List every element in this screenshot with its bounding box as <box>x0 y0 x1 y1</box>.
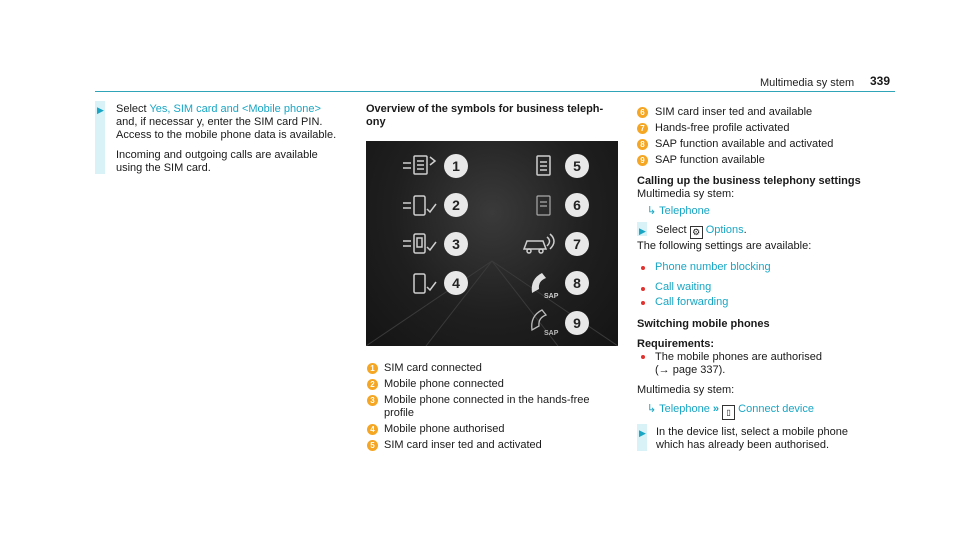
select-link-yes-sim[interactable]: Yes, SIM card and <Mobile phone> <box>149 103 321 115</box>
options-link[interactable]: Options <box>705 224 744 236</box>
requirements-heading: Requirements: <box>637 338 715 350</box>
text-line: using the SIM card. <box>116 162 211 174</box>
step-arrow-icon: ▶ <box>639 226 646 236</box>
requirement-text: The mobile phones are authorised <box>655 351 822 363</box>
legend-text: SIM card inser ted and activated <box>384 439 542 451</box>
select-prefix: Select <box>116 103 147 115</box>
step-bar <box>637 424 647 451</box>
figure-number: 1 <box>444 154 468 178</box>
switching-heading: Switching mobile phones <box>637 318 770 330</box>
figure-number: 7 <box>565 232 589 256</box>
final-text: In the device list, select a mobile phon… <box>656 426 849 438</box>
multimedia-label: Multimedia sy stem: <box>637 384 735 396</box>
select-line: Select Yes, SIM card and <Mobile phone> <box>116 103 321 116</box>
legend-text: SAP function available <box>655 154 765 166</box>
setting-call-waiting[interactable]: Call waiting <box>655 281 712 293</box>
page-number: 339 <box>870 74 891 88</box>
following-text: The following settings are available: <box>637 240 812 252</box>
legend-badge: 9 <box>637 155 648 166</box>
figure-number: 4 <box>444 271 468 295</box>
legend-text: Mobile phone connected in the hands-free <box>384 394 590 406</box>
legend-text: Hands-free profile activated <box>655 122 790 134</box>
sim-card-available-icon <box>536 195 551 216</box>
legend-text: SAP function available and activated <box>655 138 834 150</box>
legend-text: SIM card inser ted and available <box>655 106 813 118</box>
car-hands-free-icon <box>522 233 555 254</box>
setting-phone-number-blocking[interactable]: Phone number blocking <box>655 261 771 273</box>
legend-text: profile <box>384 407 414 419</box>
nav-telephone-link[interactable]: Telephone <box>659 205 710 217</box>
requirement-text: (→ page 337). <box>655 364 726 376</box>
mobile-phone-connected-icon <box>403 195 437 216</box>
select-options-line: Select ⚙ Options. <box>656 224 747 239</box>
final-text: which has already been authorised. <box>656 439 830 451</box>
figure-number: 3 <box>444 232 468 256</box>
nav-path: ↳ Telephone » ▯ Connect device <box>647 403 814 420</box>
legend-text: Mobile phone connected <box>384 378 504 390</box>
mobile-phone-authorised-icon <box>413 273 437 294</box>
bullet <box>641 287 645 291</box>
legend-text: Mobile phone authorised <box>384 423 505 435</box>
legend-badge: 2 <box>367 379 378 390</box>
bullet <box>641 355 645 359</box>
text-line: and, if necessar y, enter the SIM card P… <box>116 116 323 128</box>
sap-label: SAP <box>544 293 559 300</box>
overview-heading-cont: ony <box>366 116 386 128</box>
legend-badge: 1 <box>367 363 378 374</box>
legend-badge: 8 <box>637 139 648 150</box>
select-prefix: Select <box>656 224 687 236</box>
legend-badge: 6 <box>637 107 648 118</box>
nav-next-icon: » <box>712 403 720 415</box>
nav-arrow-icon: ↳ <box>647 205 657 217</box>
calling-heading: Calling up the business telephony settin… <box>637 175 861 187</box>
step-bar <box>95 101 105 174</box>
legend-badge: 4 <box>367 424 378 435</box>
overview-heading: Overview of the symbols for business tel… <box>366 103 604 115</box>
sap-label: SAP <box>544 330 559 337</box>
bullet <box>641 301 645 305</box>
figure-number: 8 <box>565 271 589 295</box>
sap-active-phone-icon <box>531 273 546 293</box>
header-divider <box>95 91 895 92</box>
text-line: Access to the mobile phone data is avail… <box>116 129 337 141</box>
figure-number: 9 <box>565 311 589 335</box>
legend-badge: 7 <box>637 123 648 134</box>
symbols-figure: SAP SAP 1 2 3 4 5 6 7 8 9 <box>366 141 618 346</box>
legend-badge: 3 <box>367 395 378 406</box>
bullet <box>641 266 645 270</box>
nav-arrow-icon: ↳ <box>647 403 657 415</box>
legend-text: SIM card connected <box>384 362 482 374</box>
connect-device-link[interactable]: Connect device <box>738 403 814 415</box>
sim-card-connected-icon <box>403 155 437 175</box>
step-bar <box>637 222 647 236</box>
nav-path: ↳ Telephone <box>647 205 710 218</box>
gear-icon: ⚙ <box>689 226 703 239</box>
sim-card-activated-icon <box>536 155 551 176</box>
setting-call-forwarding[interactable]: Call forwarding <box>655 296 729 308</box>
figure-number: 5 <box>565 154 589 178</box>
hands-free-profile-icon <box>403 233 437 254</box>
text-line: Incoming and outgoing calls are availabl… <box>116 149 318 161</box>
multimedia-label: Multimedia sy stem: <box>637 188 735 200</box>
step-arrow-icon: ▶ <box>639 428 646 438</box>
header-title: Multimedia sy stem <box>760 77 855 89</box>
nav-telephone-link[interactable]: Telephone <box>659 403 710 415</box>
step-arrow-icon: ▶ <box>97 105 104 115</box>
sap-available-phone-icon <box>531 309 548 332</box>
figure-number: 2 <box>444 193 468 217</box>
legend-badge: 5 <box>367 440 378 451</box>
figure-number: 6 <box>565 193 589 217</box>
phone-icon: ▯ <box>722 405 736 420</box>
